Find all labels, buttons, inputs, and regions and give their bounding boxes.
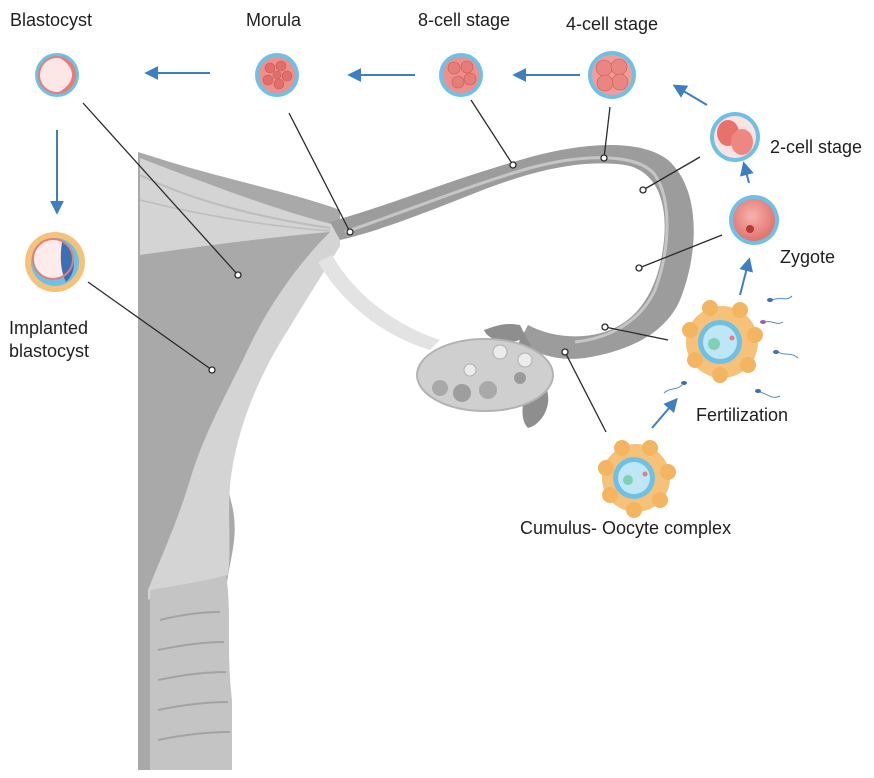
cumulus-oocyte-complex-icon xyxy=(598,440,676,518)
zygote-icon xyxy=(729,195,779,245)
label-cumulus-oocyte-complex: Cumulus- Oocyte complex xyxy=(520,518,731,538)
morula-icon xyxy=(255,53,299,97)
ovary xyxy=(417,339,553,411)
arrow-2cell-to-4cell xyxy=(675,86,707,105)
label-blastocyst: Blastocyst xyxy=(10,10,92,30)
arrow-zygote-to-2cell xyxy=(744,164,749,183)
arrow-fertilization-to-zygote xyxy=(740,260,749,295)
arrow-coc-to-fertilization xyxy=(652,400,676,428)
four-cell-icon xyxy=(588,51,636,99)
label-morula: Morula xyxy=(246,10,302,30)
label-implanted-line1: Implanted xyxy=(9,318,88,338)
two-cell-icon xyxy=(710,112,760,162)
implanted-blastocyst-icon xyxy=(25,232,85,292)
label-8-cell-stage: 8-cell stage xyxy=(418,10,510,30)
label-2-cell-stage: 2-cell stage xyxy=(770,137,862,157)
label-implanted-line2: blastocyst xyxy=(9,341,89,361)
labels: Blastocyst Morula 8-cell stage 4-cell st… xyxy=(9,10,862,538)
label-4-cell-stage: 4-cell stage xyxy=(566,14,658,34)
label-fertilization: Fertilization xyxy=(696,405,788,425)
fertilization-icon xyxy=(664,296,798,397)
label-zygote: Zygote xyxy=(780,247,835,267)
eight-cell-icon xyxy=(439,53,483,97)
blastocyst-icon xyxy=(35,53,79,97)
